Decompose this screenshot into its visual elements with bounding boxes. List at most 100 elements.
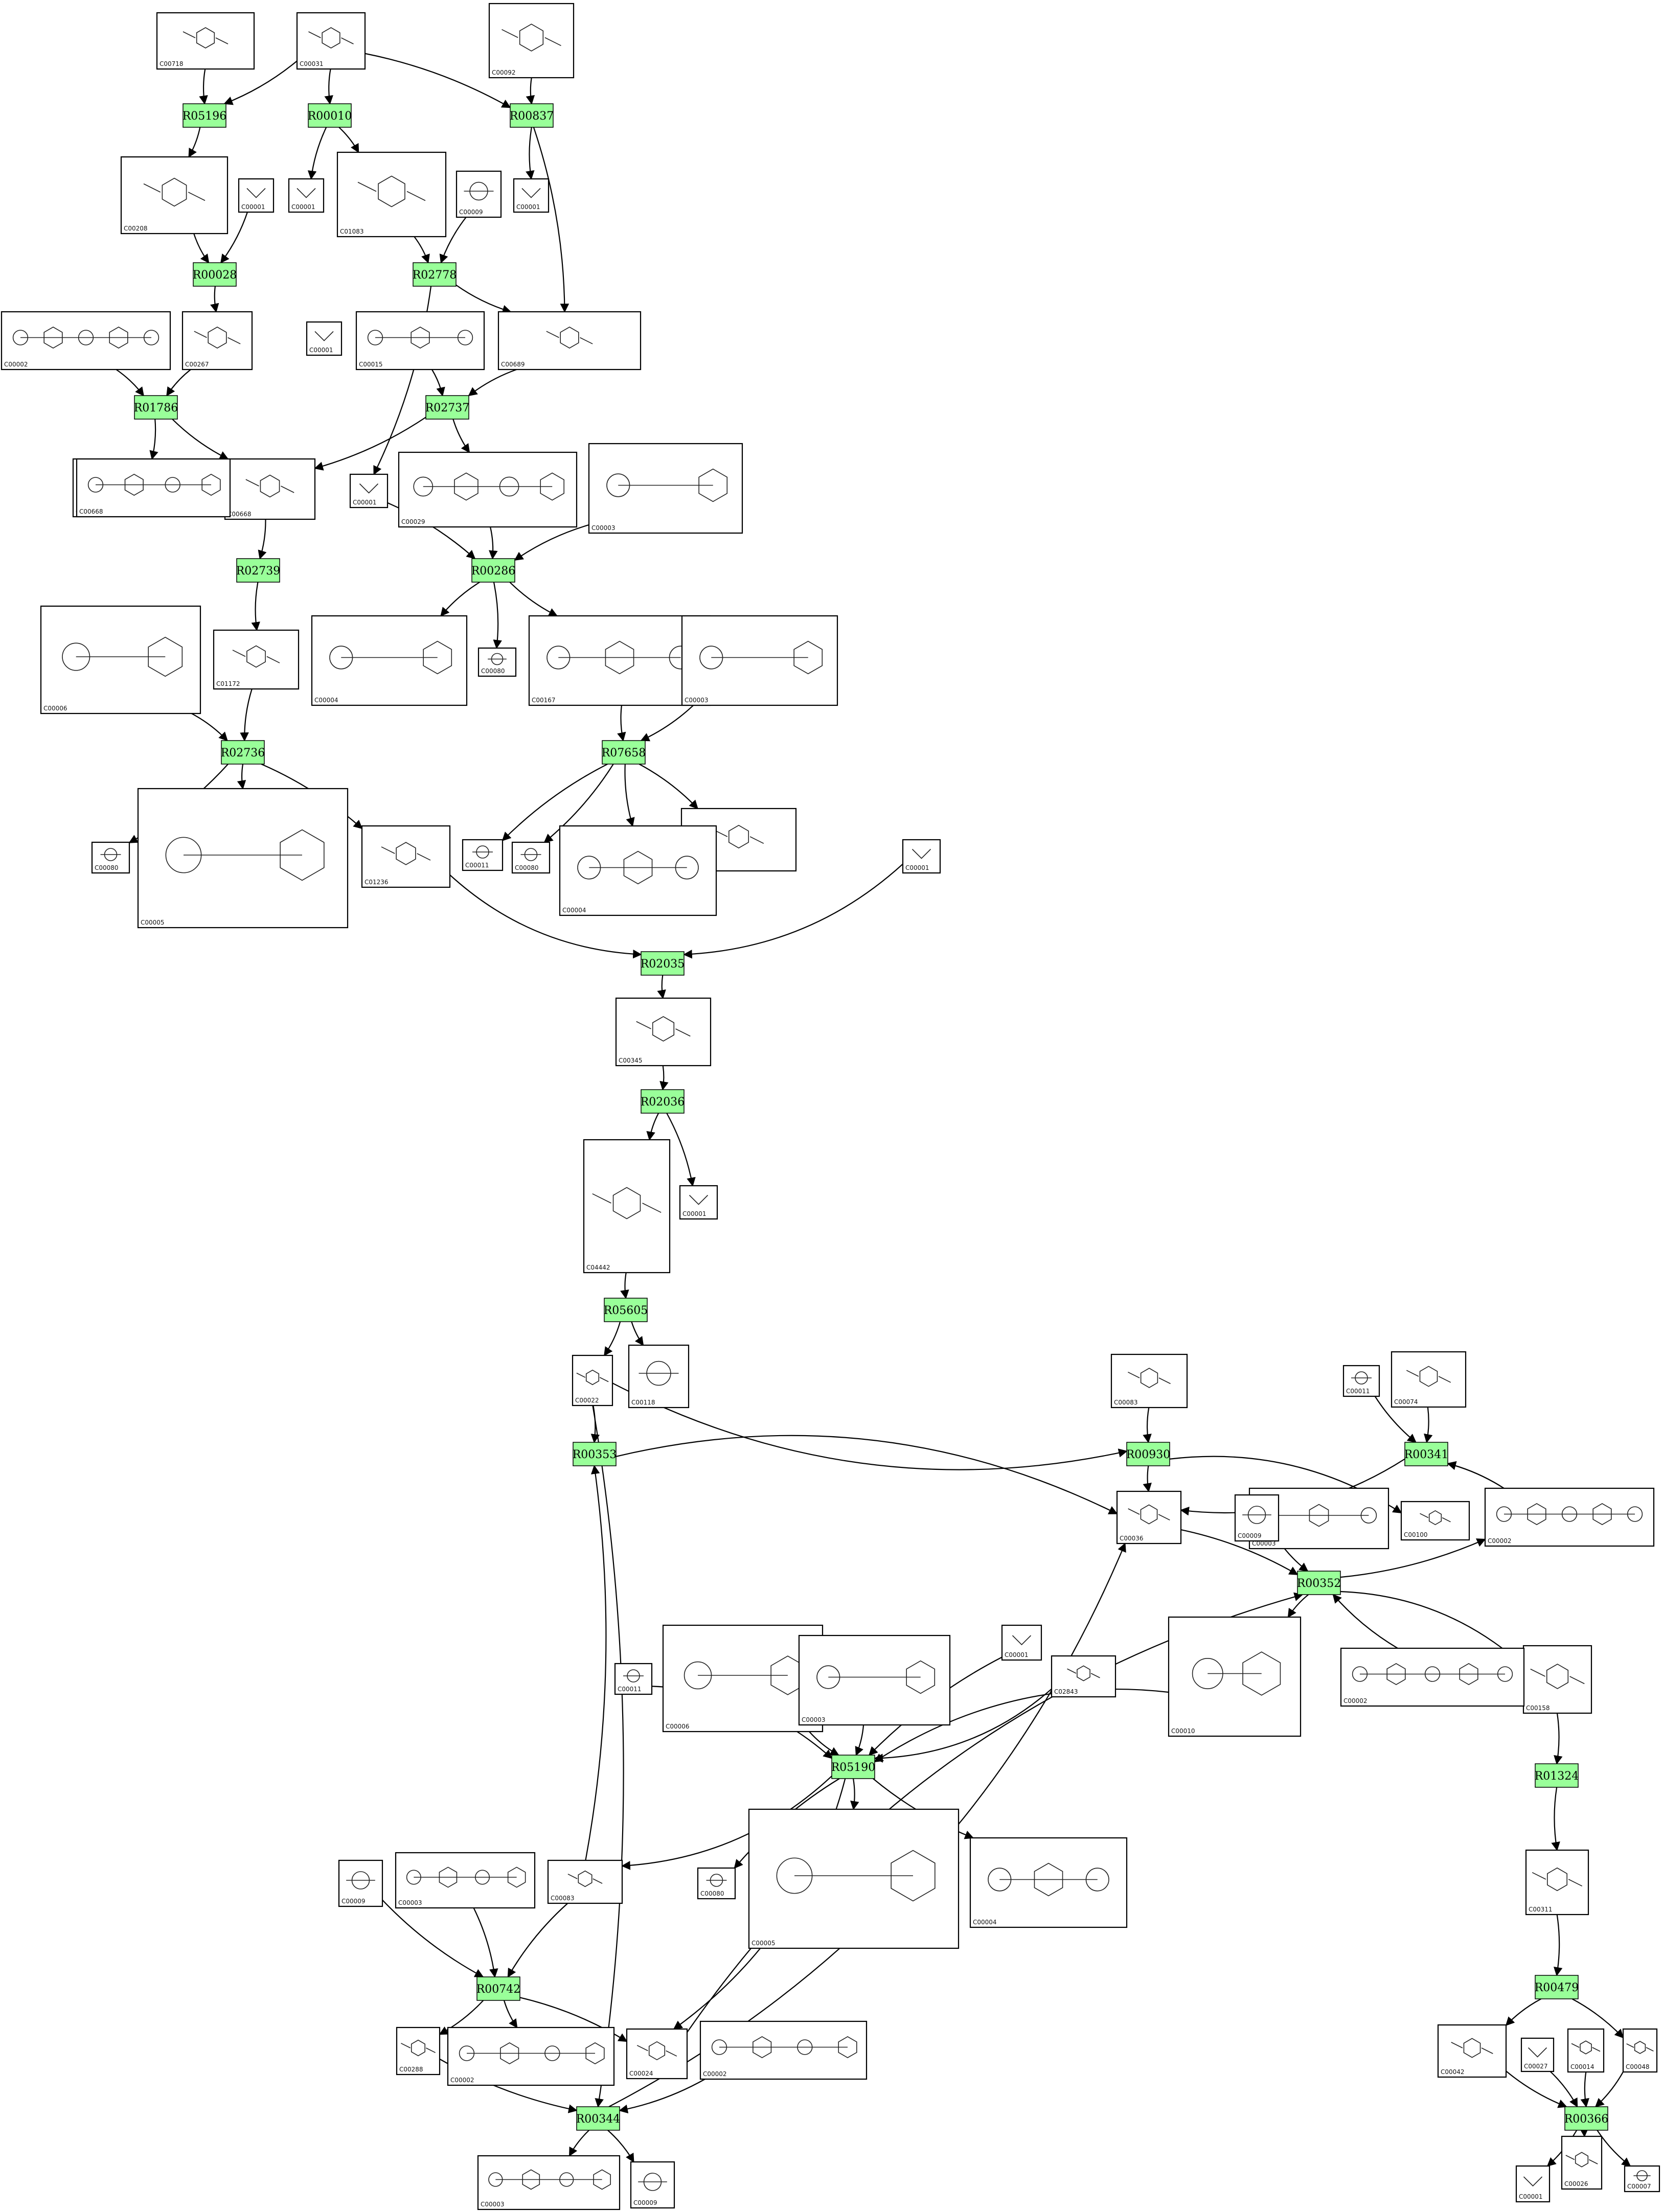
compound-node[interactable]: C00027 [1520,2037,1555,2072]
compound-node[interactable]: C00208 [120,156,229,235]
compound-node[interactable]: C01172 [213,629,300,690]
compound-node[interactable]: C00011 [614,1663,653,1695]
compound-node[interactable]: C00004 [969,1837,1128,1928]
compound-node[interactable]: C01083 [336,151,447,238]
compound-node[interactable]: C00014 [1567,2028,1605,2073]
reaction-node[interactable]: R00366 [1564,2106,1609,2131]
reaction-node[interactable]: R00930 [1126,1442,1171,1466]
compound-node[interactable]: C00005 [137,788,349,929]
compound-node[interactable]: C00026 [1561,2135,1603,2190]
compound-node[interactable]: C00001 [679,1185,718,1220]
compound-node[interactable]: C00158 [1522,1645,1592,1714]
compound-node[interactable]: C00009 [455,170,502,218]
compound-node[interactable]: C00029 [398,451,578,528]
compound-node[interactable]: C00003 [681,615,838,706]
compound-node[interactable]: C00001 [238,178,275,213]
compound-node[interactable]: C04442 [583,1139,671,1274]
reaction-node[interactable]: R00341 [1404,1442,1449,1466]
reaction-node[interactable]: R07658 [602,740,646,765]
compound-node[interactable]: C00311 [1525,1849,1589,1916]
compound-node[interactable]: C00007 [1624,2165,1660,2193]
compound-node[interactable]: C00010 [1168,1616,1302,1737]
reaction-node[interactable]: R01324 [1535,1763,1579,1788]
reaction-node[interactable]: R02778 [413,262,457,287]
compound-node[interactable]: C00003 [798,1634,951,1726]
reaction-node[interactable]: R00479 [1535,1975,1579,1999]
compound-node[interactable]: C00004 [559,825,717,916]
compound-node[interactable]: C00031 [296,12,366,70]
compound-node[interactable]: C00011 [1342,1365,1380,1397]
reaction-node[interactable]: R00742 [476,1976,521,2001]
compound-node[interactable]: C00002 [1,311,171,371]
edge-arrow [489,526,498,560]
compound-node[interactable]: C00002 [447,2026,615,2086]
reaction-node[interactable]: R05196 [183,103,227,128]
compound-node[interactable]: C00689 [497,311,642,371]
compound-node[interactable]: C00001 [349,473,389,509]
reaction-node[interactable]: R02737 [425,395,470,420]
reaction-node[interactable]: R02736 [221,740,265,765]
compound-node[interactable]: C00005 [748,1808,960,1949]
reaction-node[interactable]: R05190 [831,1755,876,1779]
compound-node[interactable]: C00080 [91,841,130,874]
compound-node[interactable]: C00006 [40,605,201,715]
compound-node[interactable]: C00001 [513,178,550,213]
compound-node[interactable]: C00002 [1340,1647,1525,1707]
compound-node[interactable]: C00092 [488,3,575,79]
compound-node[interactable]: C00022 [572,1354,613,1407]
compound-node[interactable]: C00288 [396,2026,441,2076]
compound-node[interactable]: C00003 [395,1852,536,1909]
reaction-node[interactable]: R00353 [573,1442,617,1466]
reaction-node[interactable]: R00028 [193,262,237,287]
compound-node[interactable]: C00001 [306,321,343,356]
compound-node[interactable]: C00002 [1484,1487,1655,1547]
compound-node[interactable]: C02843 [1051,1655,1117,1698]
compound-node[interactable]: C00003 [477,2155,621,2210]
compound-node[interactable]: C00009 [630,2161,675,2209]
compound-node[interactable]: C00011 [462,839,504,871]
compound-node[interactable]: C00009 [1234,1494,1280,1542]
reaction-node[interactable]: R01786 [134,395,178,420]
reaction-node[interactable]: R00344 [576,2106,621,2131]
compound-node[interactable]: C00002 [699,2020,868,2080]
compound-node[interactable]: C00267 [181,311,253,371]
compound-node[interactable]: C00100 [1400,1501,1470,1541]
reaction-node[interactable]: R00352 [1297,1571,1341,1595]
reaction-node[interactable]: R00286 [471,558,516,583]
compound-node[interactable]: C00083 [1110,1353,1188,1409]
compound-node[interactable]: C00083 [547,1859,623,1904]
compound-node[interactable]: C01236 [361,825,451,888]
compound-node[interactable]: C00080 [511,841,551,874]
reaction-id-label: R02035 [641,958,685,971]
reaction-node[interactable]: R02036 [641,1089,685,1114]
reaction-node[interactable]: R02739 [236,558,281,583]
compound-node[interactable]: C00048 [1622,2028,1658,2073]
reaction-node[interactable]: R00010 [308,103,352,128]
compound-node[interactable]: C00345 [615,997,712,1067]
compound-node[interactable]: C00118 [628,1344,690,1409]
compound-node[interactable]: C00024 [626,2028,688,2080]
reaction-node[interactable]: R00837 [510,103,554,128]
compound-node[interactable]: C00668 [76,458,231,518]
compound-node[interactable]: C00001 [1515,2165,1551,2203]
reaction-node[interactable]: R05605 [604,1298,648,1322]
compound-node[interactable]: C00001 [902,839,941,874]
compound-node[interactable]: C00009 [338,1859,383,1907]
compound-node[interactable]: C00668 [224,458,316,520]
compound-node[interactable]: C00036 [1116,1490,1182,1545]
compound-node[interactable]: C00042 [1437,2024,1507,2078]
compound-node[interactable]: C00718 [156,12,255,70]
compound-node[interactable]: C00001 [1001,1624,1042,1661]
reaction-id-label: R00366 [1564,2113,1609,2126]
compound-node[interactable]: C00015 [355,311,485,371]
compound-node[interactable]: C00001 [288,178,325,213]
compound-node[interactable]: C00004 [311,615,468,706]
compound-node[interactable]: C00003 [588,443,743,534]
compound-node[interactable]: C00074 [1391,1351,1467,1408]
compound-id-label: C00009 [1238,1532,1262,1539]
compound-node[interactable]: C00080 [697,1867,736,1900]
compound-node[interactable]: C00167 [528,615,711,706]
compound-node[interactable]: C00080 [477,647,517,677]
reaction-node[interactable]: R02035 [641,951,685,976]
